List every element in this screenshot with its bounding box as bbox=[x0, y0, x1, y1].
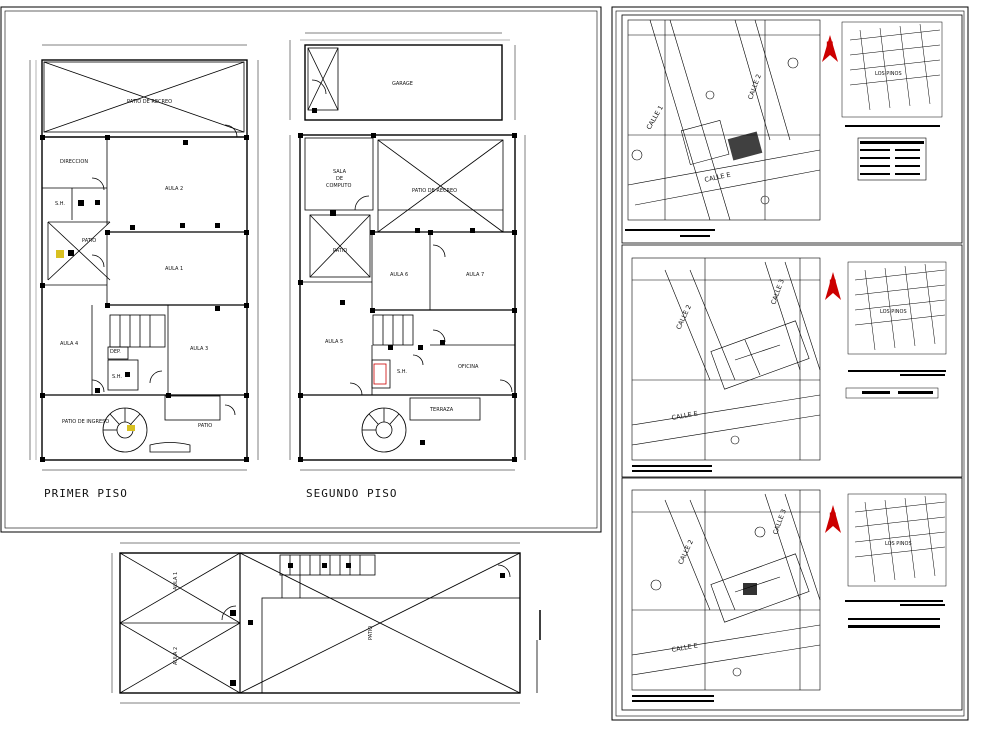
roof-room-aula2: AULA 2 bbox=[173, 647, 179, 665]
sf-room-patio-recreo: PATIO DE RECREO bbox=[412, 188, 457, 194]
ff-room-patio-recreo: PATIO DE RECREO bbox=[127, 99, 172, 105]
sheet-frames bbox=[0, 6, 969, 721]
sf-room-patio: PATIO bbox=[333, 248, 347, 254]
sf-room-oficina: OFICINA bbox=[458, 364, 479, 370]
sf-room-terraza: TERRAZA bbox=[429, 407, 454, 413]
ls2-north-arrow-icon: N bbox=[825, 272, 841, 300]
sf-room-sala-3: COMPUTO bbox=[326, 183, 351, 189]
roof-room-patio: PATIO bbox=[368, 626, 374, 640]
svg-text:N: N bbox=[826, 41, 834, 51]
svg-text:N: N bbox=[829, 512, 837, 522]
ls1-north-arrow-icon: N bbox=[822, 35, 838, 62]
roof-room-aula1: AULA 1 bbox=[173, 572, 179, 590]
ls2-street-calle2: CALLE 2 bbox=[675, 303, 693, 330]
ls3-street-callee: CALLE E bbox=[671, 641, 699, 653]
sf-room-sh: S.H. bbox=[397, 369, 407, 375]
ls3-street-calle2: CALLE 2 bbox=[677, 538, 695, 565]
location-sheet-3: CALLE 2 CALLE 3 CALLE E N LOS PINOS bbox=[621, 477, 963, 711]
roof-plan: AULA 1 AULA 2 PATIO bbox=[111, 542, 541, 704]
ls1-street-calle2: CALLE 2 bbox=[746, 73, 763, 101]
ls2-street-callee: CALLE E bbox=[671, 409, 699, 421]
second-floor-title: SEGUNDO PISO bbox=[306, 487, 397, 500]
sf-room-aula6: AULA 6 bbox=[390, 272, 408, 278]
ff-room-aula4: AULA 4 bbox=[60, 341, 78, 347]
sf-room-garage: GARAGE bbox=[392, 81, 413, 87]
second-floor-plan: GARAGE SALA DE COMPUTO PATIO DE RECREO P… bbox=[289, 32, 526, 500]
ff-room-dep: DEP. bbox=[110, 349, 121, 355]
sf-room-aula5: AULA 5 bbox=[325, 339, 343, 345]
ls3-north-arrow-icon: N bbox=[825, 505, 841, 533]
ff-room-aula3: AULA 3 bbox=[190, 346, 208, 352]
ls1-lot-label: LOS PINOS bbox=[875, 71, 902, 77]
ls1-street-calle1: CALLE 1 bbox=[645, 104, 665, 131]
sf-room-sala-1: SALA bbox=[333, 169, 347, 175]
sf-room-sala-2: DE bbox=[336, 176, 343, 182]
first-floor-plan: PATIO DE RECREO DIRECCION AULA 2 S.H. PA… bbox=[29, 44, 259, 500]
ls3-lot-label: LOS PINOS bbox=[885, 541, 912, 547]
sf-room-aula7: AULA 7 bbox=[466, 272, 484, 278]
ff-room-sh2: S.H. bbox=[112, 374, 122, 380]
ls2-lot-label: LOS PINOS bbox=[880, 309, 907, 315]
ls1-street-callee: CALLE E bbox=[704, 171, 732, 184]
ls2-street-calle3: CALLE 3 bbox=[769, 278, 786, 306]
ff-room-patio-ingreso: PATIO DE INGRESO bbox=[62, 419, 109, 425]
location-sheet-1: CALLE 1 CALLE 2 CALLE E N LOS PINOS bbox=[621, 14, 963, 244]
ff-room-sh: S.H. bbox=[55, 201, 65, 207]
ff-room-aula2: AULA 2 bbox=[165, 186, 183, 192]
location-sheet-2: CALLE 2 CALLE 3 CALLE E N LOS PINOS bbox=[621, 244, 963, 478]
ff-room-patio2: PATIO bbox=[198, 423, 212, 429]
ff-room-patio: PATIO bbox=[82, 238, 96, 244]
ff-room-aula1: AULA 1 bbox=[165, 266, 183, 272]
svg-text:N: N bbox=[829, 279, 837, 289]
ff-room-direccion: DIRECCION bbox=[60, 159, 88, 165]
first-floor-title: PRIMER PISO bbox=[44, 487, 128, 500]
